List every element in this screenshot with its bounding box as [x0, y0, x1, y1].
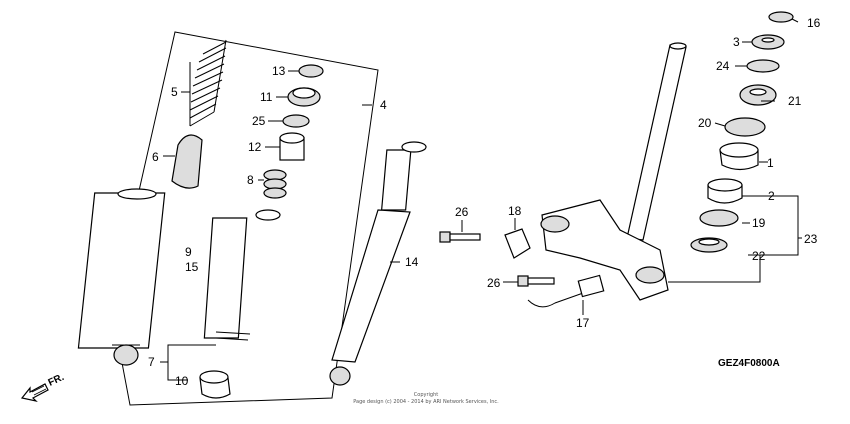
callout-16: 16	[807, 16, 821, 30]
callout-23: 23	[804, 232, 818, 246]
front-arrow-icon: FR.	[20, 372, 66, 403]
callout-8: 8	[247, 173, 254, 187]
callout-12: 12	[248, 140, 262, 154]
lock-nut-part	[751, 34, 785, 50]
inner-tube-part	[203, 209, 281, 341]
spring-part	[189, 39, 227, 127]
callout-19: 19	[752, 216, 766, 230]
callout-25: 25	[252, 114, 266, 128]
leader-lines	[160, 18, 802, 381]
callout-13: 13	[272, 64, 286, 78]
callout-22: 22	[752, 249, 766, 263]
callout-10: 10	[175, 374, 189, 388]
callout-26-lower: 26	[487, 276, 501, 290]
o-ring-part	[282, 114, 310, 128]
clamp-part	[527, 274, 605, 308]
lower-race-part	[690, 237, 728, 253]
copyright-line-1: Copyright	[414, 392, 438, 398]
cap-part	[298, 64, 324, 78]
bearing-race-part	[724, 117, 766, 137]
callout-7: 7	[148, 355, 155, 369]
callout-4: 4	[380, 98, 387, 112]
callout-14: 14	[405, 255, 419, 269]
diagram-code: GEZ4F0800A	[718, 358, 780, 369]
callout-24: 24	[716, 59, 730, 73]
bolt-lower-part	[517, 275, 555, 287]
steel-ball-part	[699, 209, 739, 227]
steering-stem-part	[540, 42, 687, 301]
washer-part	[768, 11, 794, 23]
callout-26-upper: 26	[455, 205, 469, 219]
callout-3: 3	[733, 35, 740, 49]
callout-11: 11	[260, 90, 273, 104]
outer-tube-part	[77, 188, 166, 366]
fork-assembly-part	[329, 141, 427, 386]
bolt-part	[439, 231, 481, 243]
cone-race-part	[719, 142, 759, 171]
callouts: 1 2 3 4 5 6 7 8 9 10 11 12 13 14 15 16 1…	[148, 16, 821, 388]
plate-part	[504, 228, 531, 259]
callout-1: 1	[767, 156, 774, 170]
circlip-part	[263, 169, 287, 199]
front-direction-label: FR.	[47, 372, 66, 389]
washer-two-part	[746, 59, 780, 73]
oil-seal-part	[287, 87, 321, 107]
callout-20: 20	[698, 116, 712, 130]
bump-stop-part	[171, 134, 203, 189]
callout-9: 9	[185, 245, 192, 259]
callout-18: 18	[508, 204, 522, 218]
bushing-part	[279, 132, 305, 161]
collar-part	[199, 370, 231, 399]
callout-5: 5	[171, 85, 178, 99]
callout-17: 17	[576, 316, 590, 330]
copyright-line-2: Page design (c) 2004 - 2014 by ARI Netwo…	[353, 399, 499, 405]
callout-6: 6	[152, 150, 159, 164]
adjust-nut-part	[739, 84, 777, 106]
callout-21: 21	[788, 94, 802, 108]
callout-2: 2	[768, 189, 775, 203]
ball-race-part	[707, 178, 743, 204]
callout-15: 15	[185, 260, 199, 274]
